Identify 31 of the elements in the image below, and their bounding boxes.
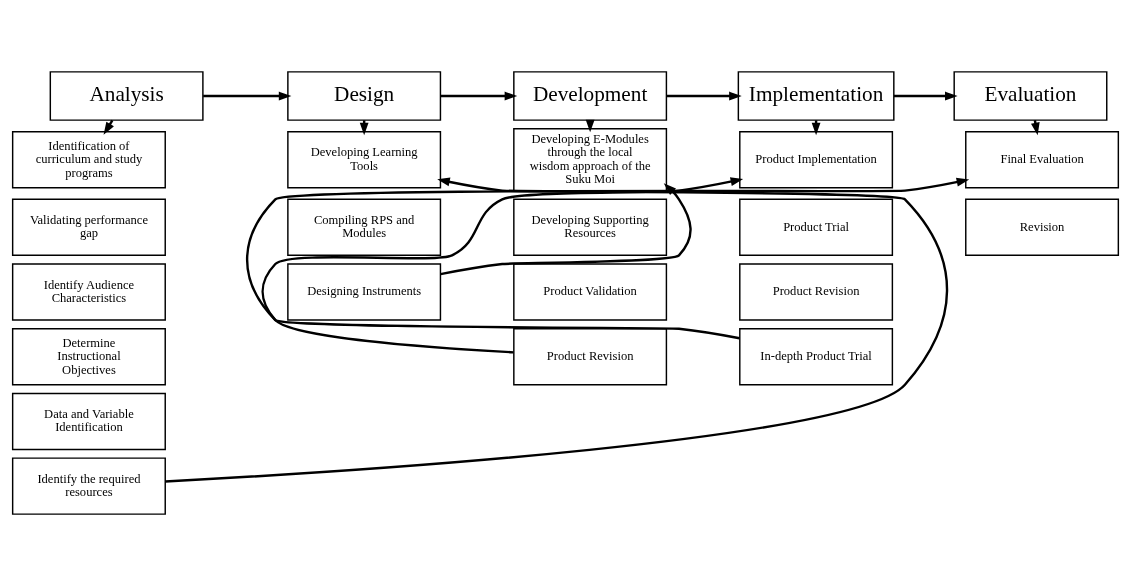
arrow — [440, 183, 692, 276]
node-box: Developing Supporting Resources — [513, 198, 668, 257]
node-box: Compiling RPS and Modules — [287, 198, 442, 257]
node-box: Product Revision — [513, 328, 668, 386]
node-box: Final Evaluation — [965, 131, 1120, 189]
arrow — [203, 91, 292, 101]
node-box: Revision — [965, 198, 1120, 257]
arrow — [440, 91, 518, 101]
arrow — [893, 91, 958, 101]
arrow — [261, 177, 744, 354]
node-box: Identify Audience Characteristics — [11, 263, 166, 321]
node-box: Determine Instructional Objectives — [11, 328, 166, 386]
node-box: Identify the required resources — [11, 457, 166, 515]
arrow — [666, 91, 742, 101]
node-box: Validating performance gap — [11, 198, 166, 257]
node-box: Product Validation — [513, 263, 668, 321]
node-box: Analysis — [49, 71, 204, 121]
arrow — [165, 177, 948, 483]
node-box: Data and Variable Identification — [11, 392, 166, 451]
node-box: In-depth Product Trial — [739, 328, 894, 386]
node-box: Design — [287, 71, 442, 121]
node-box: Evaluation — [953, 71, 1108, 121]
node-box: Product Implementation — [739, 131, 894, 189]
node-box: Designing Instruments — [287, 263, 442, 321]
node-box: Implementation — [737, 71, 895, 121]
node-box: Product Revision — [739, 263, 894, 321]
arrow — [246, 177, 970, 340]
node-box: Developing Learning Tools — [287, 131, 442, 189]
node-box: Identification of curriculum and study programs — [11, 131, 166, 189]
node-box: Developing E-Modules through the local wisdom approach of the Suku Moi — [513, 128, 668, 192]
node-box: Product Trial — [739, 198, 894, 257]
